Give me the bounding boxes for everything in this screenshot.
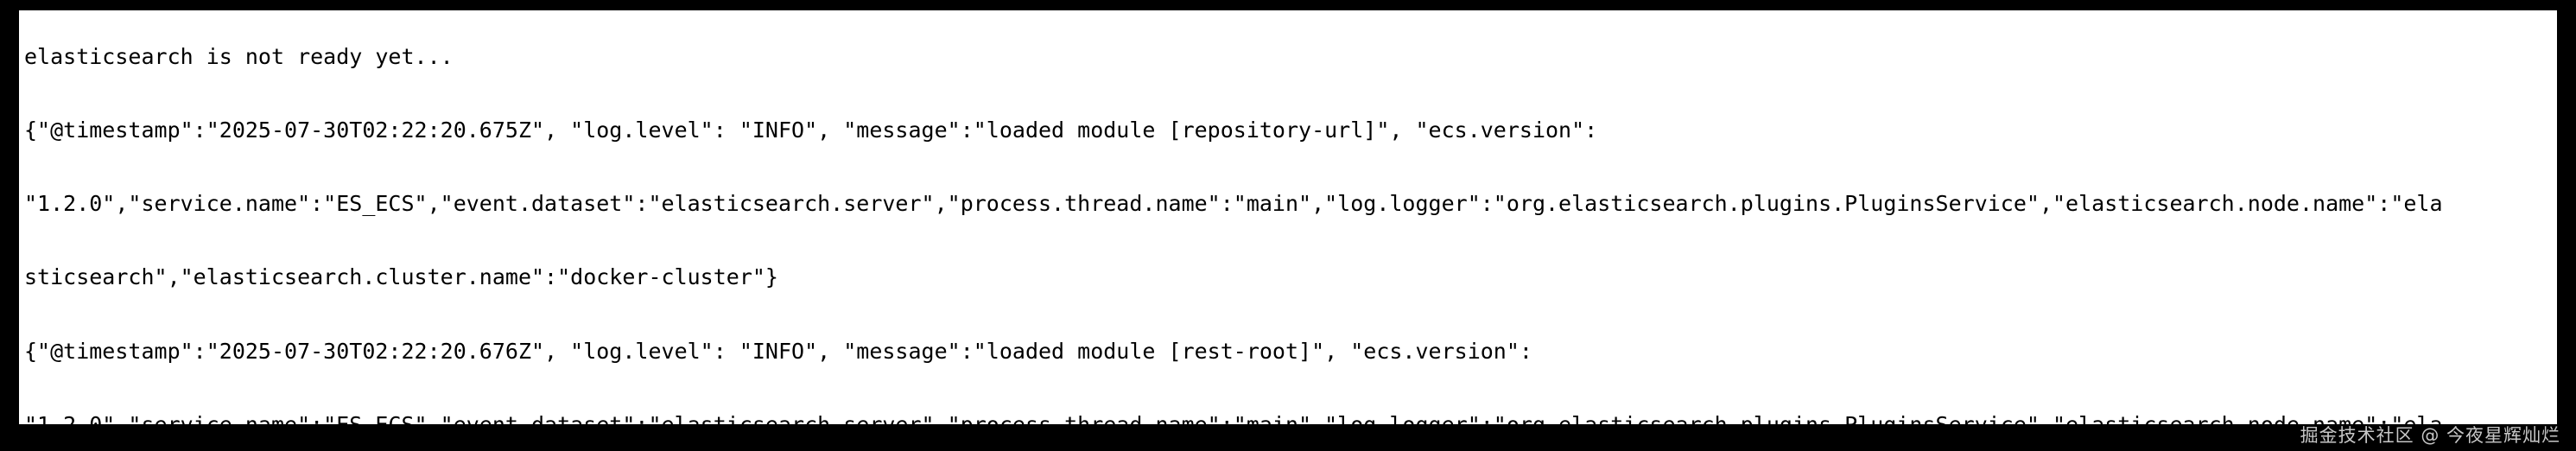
window-left-border (0, 0, 19, 451)
window-top-border (0, 0, 2576, 10)
log-line: elasticsearch is not ready yet... (24, 43, 454, 69)
log-line: {"@timestamp":"2025-07-30T02:22:20.676Z"… (24, 338, 1532, 364)
terminal-log-output[interactable]: elasticsearch is not ready yet... {"@tim… (24, 10, 2552, 424)
window-bottom-border (0, 424, 2576, 451)
log-line: sticsearch","elasticsearch.cluster.name"… (24, 264, 778, 290)
terminal-console-pane[interactable]: elasticsearch is not ready yet... {"@tim… (19, 10, 2557, 424)
window-right-border (2557, 0, 2576, 451)
watermark-label: 掘金技术社区 @ 今夜星辉灿烂 (2300, 425, 2560, 446)
log-line: {"@timestamp":"2025-07-30T02:22:20.675Z"… (24, 118, 1598, 143)
log-line: "1.2.0","service.name":"ES_ECS","event.d… (24, 412, 2552, 424)
log-line: "1.2.0","service.name":"ES_ECS","event.d… (24, 191, 2443, 217)
